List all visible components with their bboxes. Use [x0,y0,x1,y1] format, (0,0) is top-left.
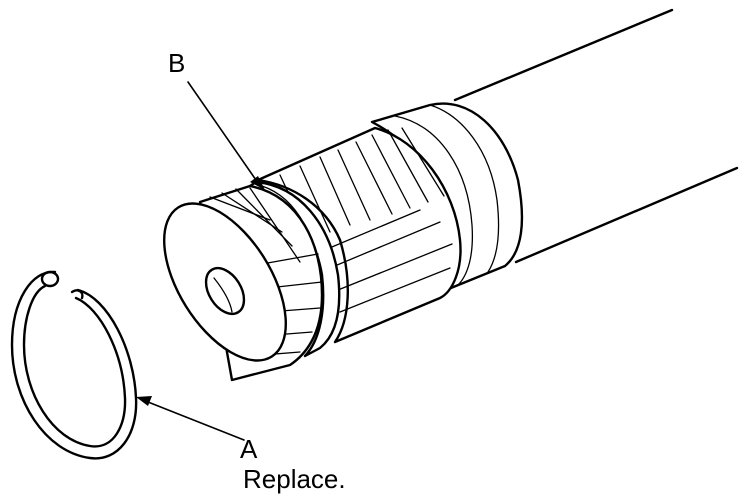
leader-b [187,81,265,190]
ring-eyelet-right [70,289,84,300]
leader-a [136,396,245,441]
shaft-end [163,184,324,382]
label-b: B [168,48,186,78]
arrowhead-a [136,396,152,406]
shaft [453,8,739,264]
label-a: A [240,434,258,464]
shaft-top-edge [453,8,674,102]
center-hole [204,266,246,316]
arrowhead-b [250,176,265,190]
ring-eyelet-left [40,270,60,288]
shaft-bottom-edge [514,166,739,264]
snap-ring [10,270,138,460]
replace-note: Replace. [243,464,346,494]
splined-section [256,126,462,344]
end-face [163,202,287,362]
